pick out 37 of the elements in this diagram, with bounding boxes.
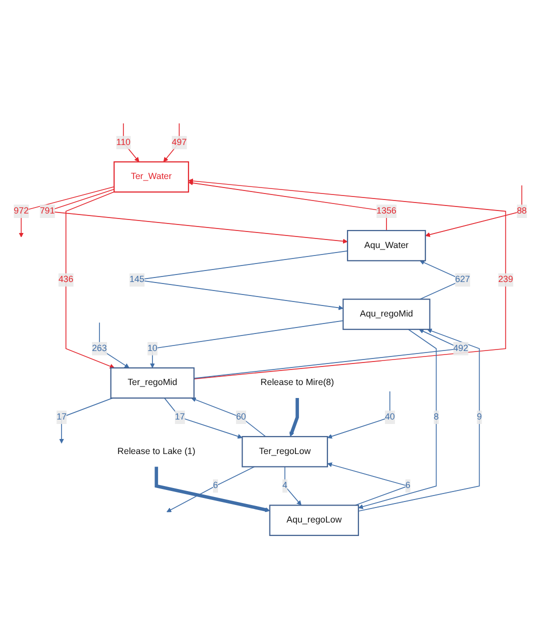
node-text: Release to Lake (1) xyxy=(117,446,196,456)
edge-label: 4 xyxy=(282,480,288,490)
arrow xyxy=(163,122,180,162)
arrow xyxy=(188,180,387,231)
edge-label: 17 xyxy=(174,412,185,422)
process-box: Ter_regoLow xyxy=(242,436,328,468)
arrow xyxy=(122,122,140,162)
edge-label: 6 xyxy=(212,480,218,490)
edge-label: 40 xyxy=(384,412,395,422)
arrow xyxy=(191,397,266,437)
arrow xyxy=(166,466,255,512)
arrow xyxy=(59,398,113,444)
edge-label: 9 xyxy=(476,412,482,422)
arrow xyxy=(99,322,130,368)
arrow xyxy=(358,328,437,510)
arrow xyxy=(425,184,522,238)
process-box: Aqu_regoMid xyxy=(342,298,430,330)
edge-label: 492 xyxy=(453,344,468,354)
arrow xyxy=(188,178,506,380)
arrow xyxy=(289,398,299,437)
arrow xyxy=(284,466,302,506)
arrow xyxy=(66,191,115,369)
edge-label: 60 xyxy=(236,412,246,422)
process-box: Aqu_Water xyxy=(346,230,426,262)
arrow xyxy=(164,398,242,439)
arrow xyxy=(150,320,344,368)
process-box: Ter_Water xyxy=(114,161,190,193)
process-box: Aqu_regoLow xyxy=(269,504,359,536)
edge-label: 10 xyxy=(147,344,158,354)
edge-label: 6 xyxy=(405,480,410,490)
process-box: Ter_regoMid xyxy=(110,367,195,399)
node-text: Release to Mire(8) xyxy=(260,378,334,388)
arrow xyxy=(18,186,115,238)
edge-label: 8 xyxy=(434,412,439,422)
arrow xyxy=(154,466,270,512)
arrow xyxy=(358,328,480,512)
arrow xyxy=(327,390,390,439)
